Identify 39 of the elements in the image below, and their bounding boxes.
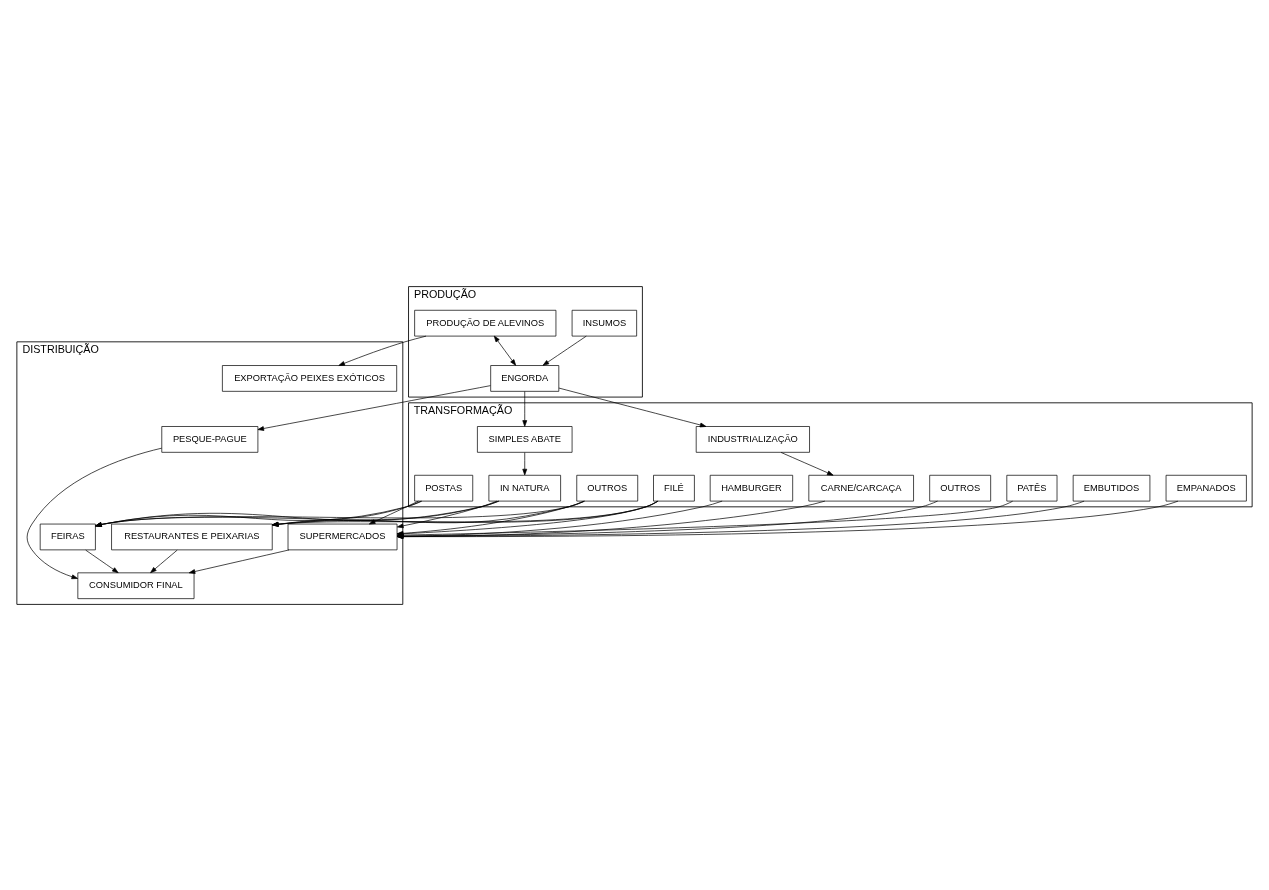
- node-box: CARNE/CARCAÇA: [808, 474, 914, 501]
- arrow: [558, 387, 707, 427]
- arrow: [26, 447, 162, 579]
- node-box: FILÉ: [653, 474, 695, 501]
- node-box: PRODUÇÃO DE ALEVINOS: [414, 309, 557, 336]
- node-box: EXPORTAÇÃO PEIXES EXÓTICOS: [222, 364, 398, 392]
- arrow: [150, 549, 178, 573]
- node-box: PATÊS: [1006, 474, 1058, 501]
- node-box: IN NATURA: [488, 474, 561, 501]
- node-box: CONSUMIDOR FINAL: [77, 571, 195, 599]
- arrow: [272, 500, 422, 527]
- node-box: SIMPLES ABATE: [477, 425, 573, 453]
- arrow: [95, 500, 423, 527]
- node-box: POSTAS: [414, 474, 474, 501]
- arrow: [397, 500, 498, 528]
- node-box: FEIRAS: [39, 523, 96, 550]
- arrow: [257, 384, 491, 431]
- arrow: [188, 549, 290, 574]
- arrow: [522, 390, 528, 427]
- node-box: INDUSTRIALIZAÇÃO: [695, 425, 810, 453]
- arrow: [85, 549, 119, 573]
- node-box: HAMBURGER: [709, 474, 794, 501]
- arrow: [272, 500, 499, 527]
- arrow: [338, 335, 427, 366]
- node-box: SUPERMERCADOS: [287, 523, 398, 550]
- node-box: EMPANADOS: [1165, 474, 1247, 501]
- arrow: [780, 451, 834, 476]
- node-box: OUTROS: [929, 474, 991, 501]
- node-box: EMBUTIDOS: [1072, 474, 1151, 501]
- arrow: [95, 500, 500, 527]
- arrow: [522, 451, 528, 475]
- arrow: [493, 335, 517, 366]
- node-box: RESTAURANTES E PEIXARIAS: [111, 523, 273, 550]
- node-box: INSUMOS: [571, 309, 637, 336]
- arrow: [542, 335, 587, 366]
- node-box: PESQUE-PAGUE: [161, 425, 259, 453]
- arrow: [368, 500, 419, 524]
- node-box: OUTROS: [576, 474, 639, 501]
- node-box: ENGORDA: [490, 364, 560, 392]
